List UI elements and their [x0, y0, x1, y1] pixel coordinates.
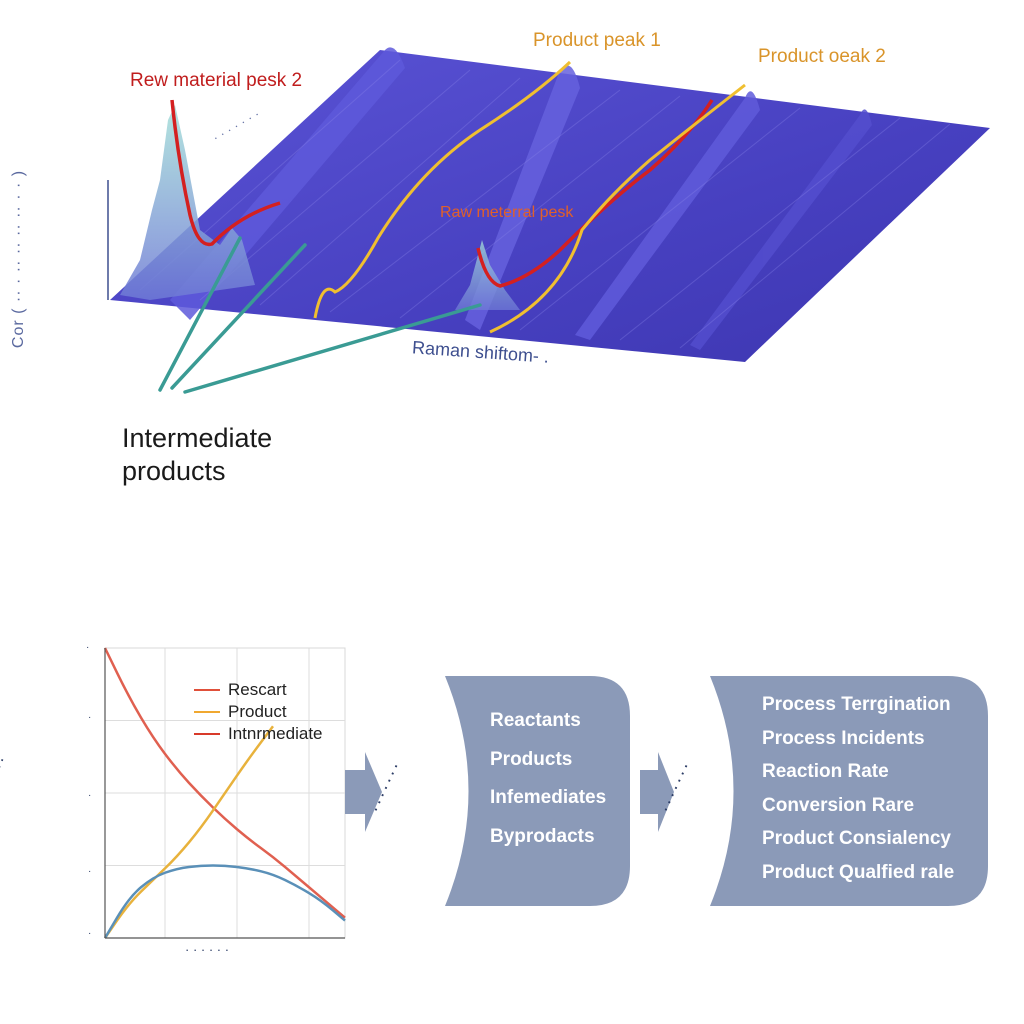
component-item: Products: [490, 748, 573, 770]
legend-label: Rescart: [228, 680, 287, 699]
series-line-product: [103, 725, 274, 939]
bottom-diagram: [103, 647, 988, 939]
component-item: Reactants: [490, 710, 581, 731]
y-tick-mid: ·: [88, 790, 92, 801]
legend-item: Intnrmediate: [194, 724, 323, 744]
chart-lines: [103, 647, 346, 939]
legend-item: Rescart: [194, 680, 287, 700]
component-item: Infemediates: [490, 787, 607, 808]
product-peak-1-label: Product peak 1: [533, 30, 661, 51]
series-line-intnrmediate: [103, 864, 346, 939]
raman-spectra-surface-diagram: [107, 47, 990, 394]
flow-arrow-1: [345, 752, 382, 832]
legend-swatch: [194, 711, 220, 713]
product-curve-2: [489, 83, 746, 334]
legend-label: Intnrmediate: [228, 724, 323, 743]
surface-texture: [139, 59, 951, 349]
raw-material-curve-1: [170, 99, 281, 247]
legend-label: Product: [228, 702, 287, 721]
series-line-rescart: [103, 647, 346, 919]
intermediate-products-label: Intermediate products: [122, 423, 273, 486]
indicator-item: Process Incidents: [762, 727, 925, 749]
y-tick-origin: ·: [88, 928, 92, 939]
chart-x-axis-label: · · · · · ·: [185, 942, 230, 957]
component-item: Byprodacts: [490, 825, 595, 847]
raw-material-curve-2: [476, 99, 714, 288]
y-tick-top: ·: [86, 642, 90, 653]
indicator-item: Product Consialency: [762, 828, 951, 849]
legend-swatch: [194, 733, 220, 735]
raw-material-peak-2-label: Rew material pesk 2: [130, 70, 303, 91]
raw-material-peak-label: Raw meterral pesk: [440, 204, 574, 221]
y-tick-upper: ·: [88, 712, 92, 723]
indicator-item: Product Qualfied rale: [762, 861, 955, 883]
product-curve-1: [313, 60, 572, 319]
legend-swatch: [194, 689, 220, 691]
intermediate-leader-lines: [158, 236, 482, 394]
legend-item: Product: [194, 702, 287, 722]
indicators-box: [710, 676, 988, 906]
indicator-item: Conversion Rare: [762, 794, 915, 816]
indicator-item: Reaction Rate: [762, 761, 889, 782]
components-box: [445, 676, 630, 906]
product-peak-2-label: Product oeak 2: [758, 46, 886, 67]
flow-arrow-2: [640, 752, 674, 832]
indicator-item: Process Terrgination: [762, 694, 951, 715]
y-tick-lower: ·: [88, 866, 92, 877]
concentration-axis-label: Cor ( ·· · ·· ·· ·· ·· · · ): [10, 169, 28, 349]
